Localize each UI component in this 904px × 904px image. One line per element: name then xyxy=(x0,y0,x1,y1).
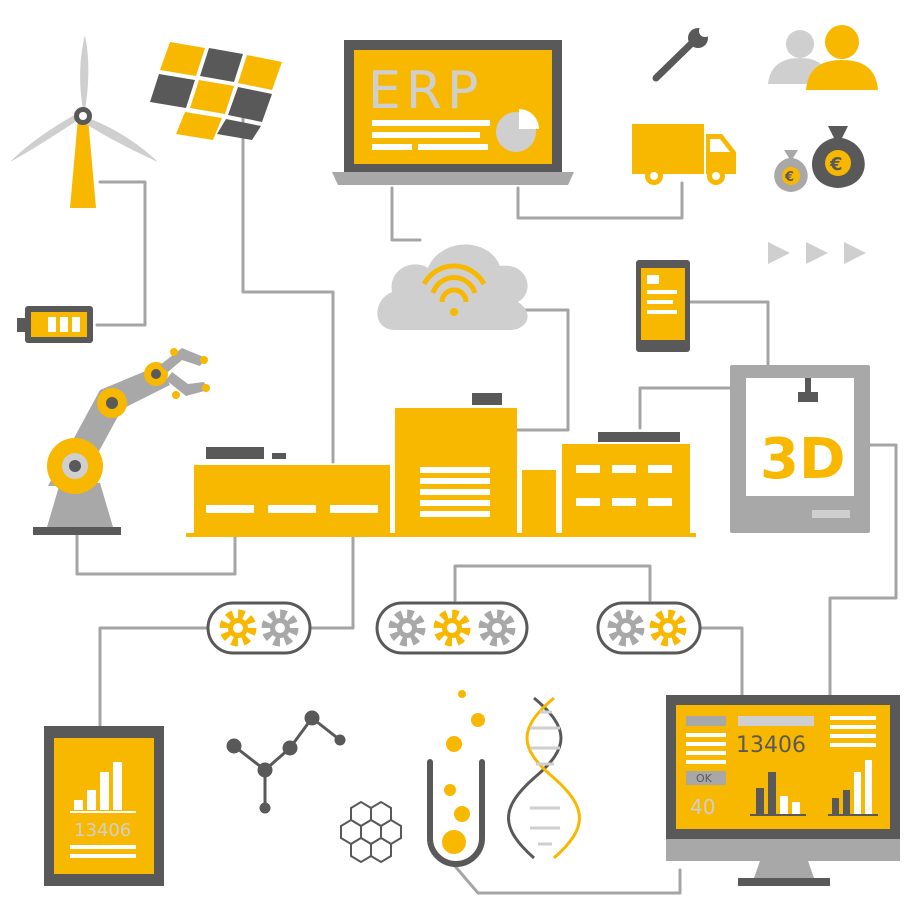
tablet-number: 13406 xyxy=(74,820,131,841)
svg-text:€: € xyxy=(784,170,794,185)
conveyor-belt-3 xyxy=(596,601,702,655)
connector-solar-factory xyxy=(241,110,335,464)
solar-panel-icon xyxy=(150,42,282,140)
3d-label: 3D xyxy=(760,427,845,492)
connector-turbine-battery xyxy=(95,180,147,327)
dna-helix-icon xyxy=(507,696,581,860)
wrench-icon xyxy=(652,25,711,82)
connector-phone-printer xyxy=(688,300,770,369)
connector-factory-printer xyxy=(638,386,732,430)
laptop-icon: ERP xyxy=(332,40,574,185)
connector-conveyor3-monitor xyxy=(698,626,744,697)
connector-conveyor2-conveyor3 xyxy=(453,564,652,602)
gear-icon xyxy=(261,609,299,647)
connector-lab-monitor xyxy=(452,863,682,895)
svg-text:€: € xyxy=(829,154,843,175)
conveyor-belt-1 xyxy=(206,601,312,655)
truck-icon xyxy=(632,124,736,185)
smartphone-icon xyxy=(636,260,690,352)
gear-icon xyxy=(219,609,257,647)
battery-icon xyxy=(17,306,93,343)
monitor-big-number: 13406 xyxy=(736,733,806,758)
gear-icon xyxy=(649,609,687,647)
play-arrows-icon xyxy=(768,242,866,264)
ok-label: OK xyxy=(696,772,713,785)
test-tube-icon xyxy=(427,690,485,867)
factory-icon xyxy=(186,393,696,537)
wind-turbine-icon xyxy=(10,35,158,208)
connector-factory-conveyor1 xyxy=(308,534,355,630)
erp-label: ERP xyxy=(368,61,483,121)
gear-icon xyxy=(433,609,471,647)
connector-laptop-truck xyxy=(516,181,684,220)
connector-cloud-factory xyxy=(513,308,570,432)
connector-laptop-cloud xyxy=(390,186,422,242)
conveyor-belt-2 xyxy=(375,601,529,655)
monitor-dashboard-icon: OK 40 13406 xyxy=(666,695,900,886)
connector-robot-factory xyxy=(75,534,237,576)
gear-icon xyxy=(607,609,645,647)
3d-printer-icon: 3D xyxy=(730,365,870,533)
users-icon xyxy=(768,25,878,90)
monitor-small-number: 40 xyxy=(690,795,715,819)
robot-arm-icon xyxy=(33,348,210,535)
connector-lines xyxy=(75,110,898,895)
gear-icon xyxy=(478,609,516,647)
money-bags-icon: € € xyxy=(774,126,865,192)
tablet-icon: 13406 xyxy=(44,726,164,886)
hexagon-cluster-icon xyxy=(340,800,402,864)
cloud-wifi-icon xyxy=(377,244,528,330)
connector-conveyor1-tablet xyxy=(98,626,210,728)
connector-printer-monitor xyxy=(828,443,898,697)
molecule-icon xyxy=(226,710,346,814)
gear-icon xyxy=(388,609,426,647)
